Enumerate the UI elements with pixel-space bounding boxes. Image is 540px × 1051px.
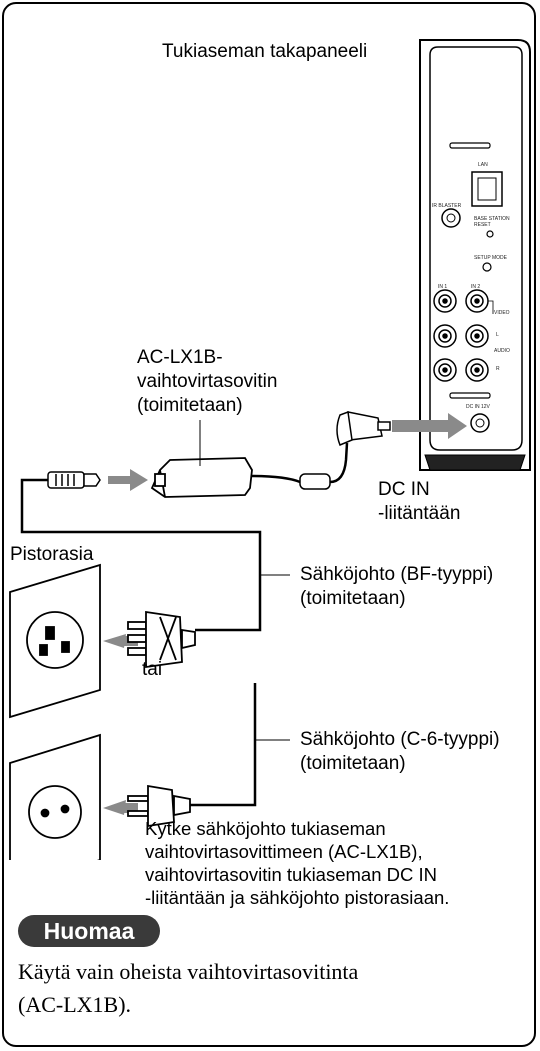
c6-plug (127, 784, 191, 828)
in1-label: IN 1 (438, 284, 448, 290)
dc-in-12v-label: DC IN 12V (466, 404, 490, 410)
outlet-label: Pistorasia (10, 544, 94, 565)
back-panel-label: Tukiaseman takapaneeli (162, 41, 368, 62)
in2-label: IN 2 (471, 284, 481, 290)
audio-r-label: R (496, 366, 500, 372)
dc-in-label: DC IN -liitäntään (378, 479, 461, 524)
instruction-text: Kytke sähköjohto tukiaseman vaihtovirtas… (145, 818, 450, 908)
note-badge: Huomaa (18, 915, 160, 947)
bf-cord (20, 478, 262, 632)
c6-cord-label: Sähköjohto (C-6-tyyppi) (toimitetaan) (300, 729, 500, 774)
ferrite-core (299, 473, 331, 490)
bf-cord-label: Sähköjohto (BF-tyyppi) (toimitetaan) (300, 564, 494, 609)
base-station-back-panel (419, 39, 531, 471)
bf-plug (127, 610, 196, 669)
audio-label: AUDIO (494, 348, 510, 354)
video-label: VIDEO (494, 310, 510, 316)
audio-l-label: L (496, 332, 499, 338)
setup-mode-label: SETUP MODE (474, 255, 507, 261)
cord-connector (47, 471, 101, 489)
arrow-to-adapter (108, 469, 148, 491)
outlet-c6 (9, 733, 101, 860)
connection-diagram (9, 39, 531, 860)
c6-cord (190, 683, 257, 807)
arrow-to-dc-in (392, 413, 467, 439)
dc-plug (336, 410, 391, 446)
dc-cable (249, 442, 349, 484)
outlet-bf (9, 563, 101, 719)
lan-label: LAN (478, 162, 488, 168)
reset-label: BASE STATION RESET (474, 216, 510, 228)
note-text: Käytä vain oheista vaihtovirtasovitinta … (18, 959, 359, 1017)
ir-blaster-label: IR BLASTER (432, 203, 462, 209)
adapter-label: AC-LX1B- vaihtovirtasovitin (toimitetaan… (137, 347, 278, 416)
ac-adapter (150, 457, 253, 498)
or-label: tai (142, 659, 163, 680)
